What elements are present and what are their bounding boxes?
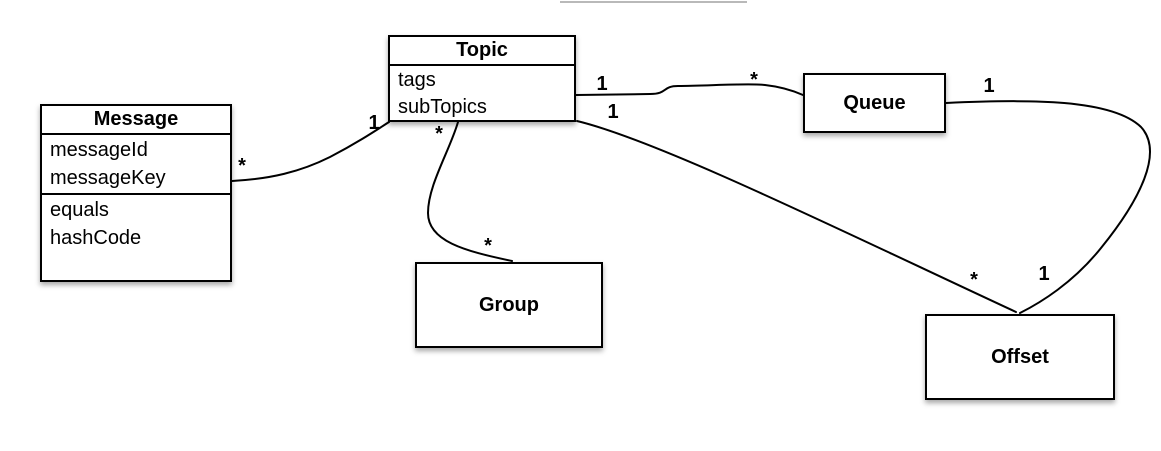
attribute-message-id: messageId xyxy=(50,139,148,161)
class-title-group: Group xyxy=(479,293,539,316)
method-hashcode: hashCode xyxy=(50,227,142,249)
class-box-offset[interactable]: Offset xyxy=(925,314,1115,400)
attribute-tags: tags xyxy=(398,69,436,91)
relation-line-topic-group xyxy=(426,121,513,262)
class-title-queue: Queue xyxy=(843,91,906,114)
class-box-queue[interactable]: Queue xyxy=(803,73,946,133)
attributes-compartment: tags subTopics xyxy=(390,66,574,123)
attributes-compartment: messageId messageKey xyxy=(42,135,230,195)
class-box-group[interactable]: Group xyxy=(415,262,603,348)
relation-line-topic-queue xyxy=(575,83,804,96)
multiplicity-topic-end-of-message-relation: 1 xyxy=(368,112,380,134)
methods-compartment: equals hashCode xyxy=(42,195,230,254)
relation-line-queue-offset xyxy=(945,100,1151,314)
cropped-shape-edge xyxy=(560,1,747,3)
class-title-message: Message xyxy=(42,106,230,135)
relation-line-topic-offset xyxy=(576,120,1017,313)
class-title-offset: Offset xyxy=(991,345,1049,368)
class-title-topic: Topic xyxy=(390,37,574,66)
multiplicity-message-end: * xyxy=(238,155,246,177)
multiplicity-queue-end: * xyxy=(750,69,758,91)
multiplicity-topic-end-of-offset-relation: 1 xyxy=(607,101,619,123)
multiplicity-queue-end-of-offset-relation: 1 xyxy=(983,75,995,97)
attribute-message-key: messageKey xyxy=(50,167,166,189)
multiplicity-offset-end-of-queue-relation: 1 xyxy=(1038,263,1050,285)
multiplicity-topic-end-of-group-relation: * xyxy=(435,123,443,145)
multiplicity-topic-end-of-queue-relation: 1 xyxy=(596,73,608,95)
attribute-subtopics: subTopics xyxy=(398,96,487,118)
multiplicity-group-end: * xyxy=(484,235,492,257)
method-equals: equals xyxy=(50,199,109,221)
multiplicity-offset-end-of-topic-relation: * xyxy=(970,269,978,291)
class-box-message[interactable]: Message messageId messageKey equals hash… xyxy=(40,104,232,282)
relation-line-message-topic xyxy=(231,121,390,182)
class-box-topic[interactable]: Topic tags subTopics xyxy=(388,35,576,122)
